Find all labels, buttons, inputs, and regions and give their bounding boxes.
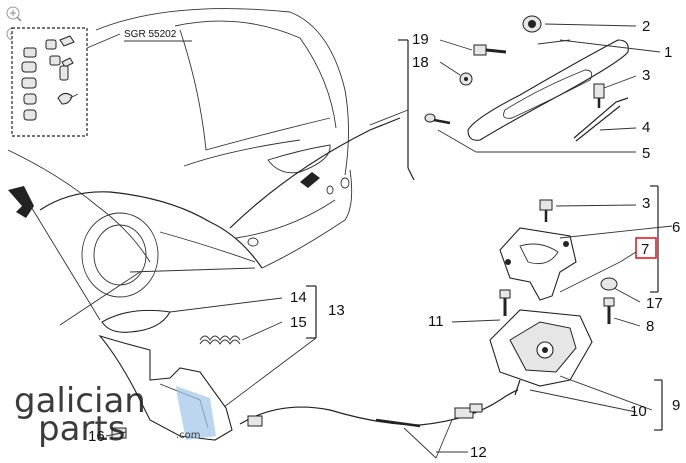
part-number-16[interactable]: 16: [88, 428, 105, 445]
part-number-7[interactable]: 7: [641, 241, 649, 258]
watermark-line1: galician: [14, 381, 146, 421]
nut-part-17: [600, 277, 618, 291]
part-number-14[interactable]: 14: [290, 289, 307, 306]
screw-part-3-top: [593, 83, 605, 108]
tailgate-handle-garnish: [467, 39, 629, 141]
bracket-right: [650, 185, 659, 293]
part-number-labels: 2 1 3 4 5 19 18 3 6 7 17 8 11 9 10 12 14…: [88, 18, 680, 461]
bracket-upper: [369, 39, 415, 181]
bracket-lower-right: [654, 379, 663, 431]
watermark-suffix: .com: [176, 430, 201, 441]
key-set-reference-box: SGR 55202: [11, 27, 192, 137]
release-lever-part-14: [101, 309, 171, 333]
bracket-left: [219, 285, 317, 411]
part-number-2[interactable]: 2: [642, 18, 650, 35]
screw-part-5: [424, 113, 451, 125]
part-number-8[interactable]: 8: [646, 318, 654, 335]
zoom-in-icon[interactable]: [6, 6, 22, 22]
spring-part-15: [199, 335, 241, 345]
screw-part-8: [603, 297, 615, 324]
part-number-1[interactable]: 1: [664, 44, 672, 61]
striker-plate-part-6: [499, 227, 577, 301]
release-cable-part-12: [239, 389, 519, 428]
leader-lines: [105, 23, 673, 459]
part-number-19[interactable]: 19: [412, 31, 429, 48]
part-number-5[interactable]: 5: [642, 145, 650, 162]
part-number-3-mid[interactable]: 3: [642, 195, 650, 212]
car-outline: [7, 8, 401, 326]
part-number-11[interactable]: 11: [428, 313, 444, 330]
reference-code: SGR 55202: [124, 29, 177, 40]
part-number-3-top[interactable]: 3: [642, 67, 650, 84]
bolt-part-11: [499, 289, 511, 316]
nut-part-18: [459, 72, 473, 86]
part-number-13[interactable]: 13: [328, 302, 345, 319]
watermark-line2: parts: [38, 409, 125, 449]
part-number-10[interactable]: 10: [630, 403, 647, 420]
lock-cylinder-set-icon: [21, 35, 79, 121]
part-number-12[interactable]: 12: [470, 444, 487, 461]
part-number-18[interactable]: 18: [412, 54, 429, 71]
part-number-17[interactable]: 17: [646, 295, 663, 312]
part-number-4[interactable]: 4: [642, 119, 650, 136]
lock-mechanism-part-10: [489, 309, 593, 396]
screw-part-3-mid: [539, 199, 553, 222]
part-number-6[interactable]: 6: [672, 219, 680, 236]
bolt-part-19: [473, 44, 507, 56]
galicianparts-watermark: galician parts .com: [14, 381, 201, 449]
part-number-9[interactable]: 9: [672, 397, 680, 414]
grommet-part: [522, 15, 542, 33]
rod-part-4: [573, 97, 629, 142]
part-number-15[interactable]: 15: [290, 314, 307, 331]
part-7-highlight: [635, 237, 657, 259]
